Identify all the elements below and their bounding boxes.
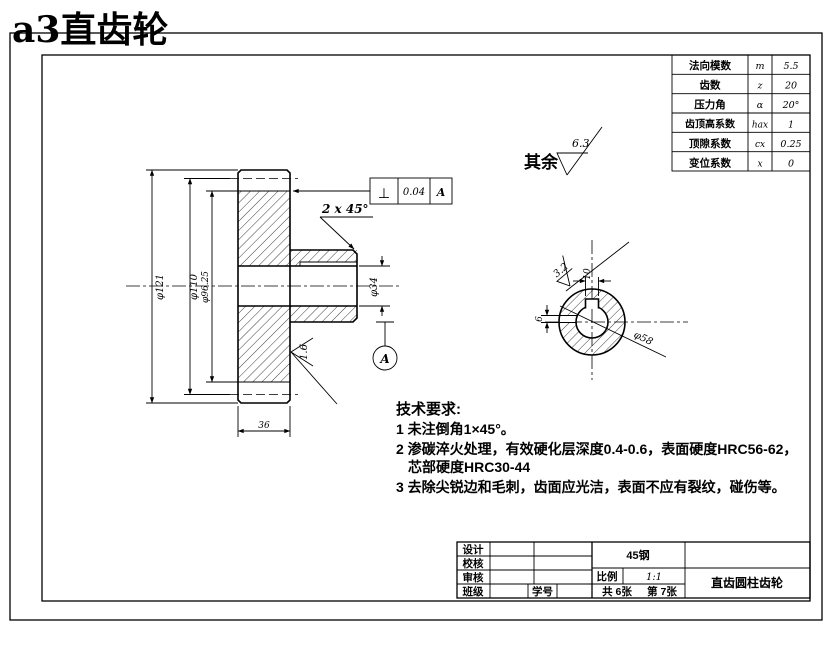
hub-diameter-label: φ58 xyxy=(632,329,655,348)
pitch-diameter-label: φ110 xyxy=(189,273,200,300)
param-value: 1 xyxy=(788,120,794,131)
hub-outer-circle xyxy=(558,288,626,356)
outer-border xyxy=(9,32,823,621)
param-label: 齿数 xyxy=(700,79,721,92)
scale-value: 1:1 xyxy=(646,572,662,583)
param-label: 压力角 xyxy=(694,98,726,111)
chamfer-text: 2 x 45° xyxy=(321,202,369,216)
tech-title: 技术要求: xyxy=(396,400,461,418)
sheet-total: 共 6张 xyxy=(602,585,632,598)
hatch-upper-hub xyxy=(290,250,357,262)
tolerance-value: 0.04 xyxy=(403,187,425,198)
titleblock-row-check: 校核 xyxy=(463,557,484,570)
dim-root-diameter: φ96.25 xyxy=(201,190,238,383)
roughness-icon xyxy=(556,126,603,176)
dim-keyway-offset: 6 xyxy=(535,305,550,333)
page-title: a3直齿轮 xyxy=(12,9,168,51)
tech-item-2: 2 渗碳淬火处理，有效硬化层深度0.4-0.6，表面硬度HRC56-62， xyxy=(396,441,797,457)
gear-width-label: 36 xyxy=(258,421,270,431)
dim-gear-width: 36 xyxy=(237,406,291,437)
gear-parameter-table: 法向模数 m 5.5 齿数 z 20 压力角 α 20° 齿顶高系数 hax 1… xyxy=(671,54,811,172)
titleblock-row-review: 审核 xyxy=(463,571,484,584)
hub-outline xyxy=(290,249,358,323)
dim-bore-diameter: φ34 xyxy=(359,256,390,316)
keyway-line xyxy=(299,261,357,266)
param-value: 0 xyxy=(788,159,794,170)
hatch-upper-hub2 xyxy=(290,262,300,266)
sheet-no: 第 7张 xyxy=(647,585,677,598)
param-symbol: m xyxy=(755,61,764,72)
param-value: 0.25 xyxy=(780,139,801,150)
chamfer-note: 2 x 45° xyxy=(319,202,373,250)
param-value: 5.5 xyxy=(783,61,798,72)
part-name: 直齿圆柱齿轮 xyxy=(711,575,784,590)
datum-label: A xyxy=(379,352,389,366)
datum-a: A xyxy=(372,321,398,371)
tolerance-datum: A xyxy=(436,186,446,199)
param-symbol: α xyxy=(757,100,764,111)
root-diameter-label: φ96.25 xyxy=(201,271,211,303)
roughness-keyway: 3.2 xyxy=(551,241,630,292)
scale-label: 比例 xyxy=(597,570,618,583)
roughness-face-value: 1.6 xyxy=(299,343,310,360)
tech-requirements: 技术要求: 1 未注倒角1×45°。 2 渗碳淬火处理，有效硬化层深度0.4-0… xyxy=(396,400,797,495)
section-view: φ121 φ110 φ96.25 36 φ34 xyxy=(126,169,400,437)
hub-hatch xyxy=(559,289,625,355)
tech-item-3: 3 去除尖锐边和毛刺，齿面应光洁，表面不应有裂纹，碰伤等。 xyxy=(396,479,786,495)
titleblock-row-class: 班级 xyxy=(463,585,484,598)
param-value: 20° xyxy=(782,100,800,111)
tolerance-frame: ⊥ 0.04 A xyxy=(292,177,453,205)
perpendicularity-icon: ⊥ xyxy=(378,185,390,201)
tip-diameter-label: φ121 xyxy=(155,274,166,300)
param-symbol: cx xyxy=(755,140,765,150)
param-symbol: z xyxy=(756,81,763,92)
param-symbol: hax xyxy=(752,121,768,131)
notch-mask xyxy=(559,316,577,323)
student-no-label: 学号 xyxy=(532,585,553,598)
general-roughness-note: 其余 6.3 xyxy=(524,126,603,176)
gear-disc-outline xyxy=(237,169,291,404)
param-symbol: x xyxy=(757,160,762,170)
dim-pitch-diameter: φ110 xyxy=(184,178,230,395)
keyway-offset-label: 6 xyxy=(535,316,545,322)
titleblock-row-design: 设计 xyxy=(463,543,484,556)
tech-item-2b: 芯部硬度HRC30-44 xyxy=(408,459,530,475)
end-view: 6 10 3.2 φ58 xyxy=(535,240,688,380)
hatch-lower-hub xyxy=(290,306,357,322)
keyway-outline xyxy=(584,298,600,309)
inner-border xyxy=(41,54,811,602)
title-block: 设计 校核 审核 班级 学号 45钢 比例 1:1 共 6张 第 7张 直齿圆柱… xyxy=(456,541,811,599)
material-label: 45钢 xyxy=(626,548,649,562)
param-value: 20 xyxy=(784,81,797,92)
hatch-upper-disc xyxy=(238,191,290,266)
rest-label: 其余 xyxy=(524,152,559,172)
dim-tip-diameter: φ121 xyxy=(146,169,238,404)
bore-diameter-label: φ34 xyxy=(369,277,380,297)
roughness-face: 1.6 xyxy=(290,337,338,405)
keyway-mask xyxy=(586,298,599,308)
tech-item-1: 1 未注倒角1×45°。 xyxy=(396,421,515,437)
roughness-value: 6.3 xyxy=(572,137,590,150)
param-label: 变位系数 xyxy=(689,157,731,170)
hatch-lower-disc xyxy=(238,306,290,382)
param-label: 法向模数 xyxy=(689,59,731,72)
roughness-icon xyxy=(556,255,573,287)
param-label: 齿顶高系数 xyxy=(685,118,736,131)
param-label: 顶隙系数 xyxy=(689,137,731,150)
